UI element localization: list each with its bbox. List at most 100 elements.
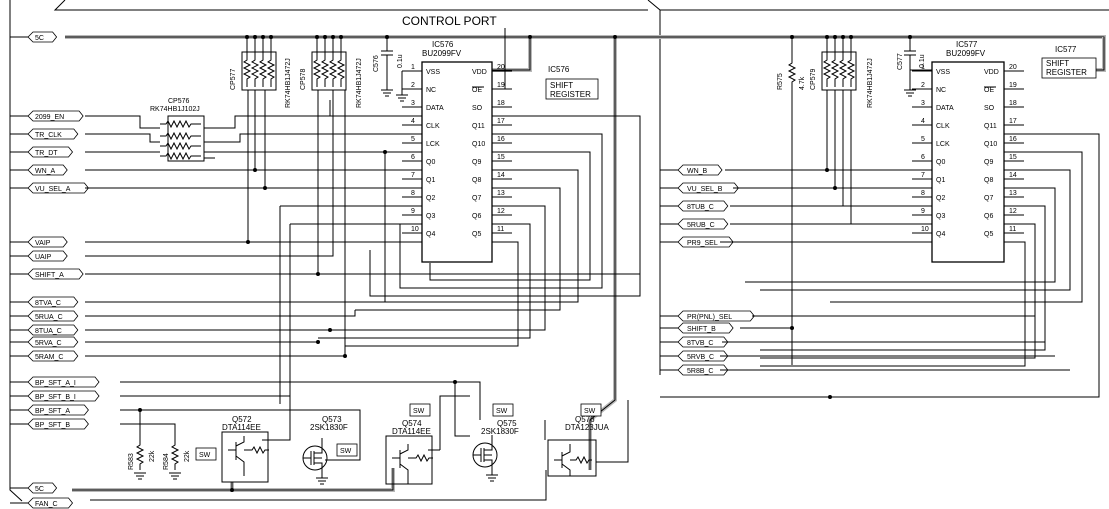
- pin-number: 16: [1009, 136, 1017, 143]
- left-signal-label: BP_SFT_B_I: [35, 394, 76, 401]
- pin-number: 17: [497, 118, 505, 125]
- pin-number: 13: [1009, 190, 1017, 197]
- r584-ref: R584: [163, 453, 170, 470]
- q576-ref: Q576: [575, 415, 595, 424]
- pin-label: Q6: [984, 213, 993, 220]
- pin-label: LCK: [936, 141, 950, 148]
- power-bus-5c: [65, 35, 1106, 492]
- left-signal-label: TR_DT: [35, 150, 58, 157]
- left-signal-label: 8TVA_C: [35, 300, 61, 307]
- q576-sw: SW: [584, 408, 596, 415]
- r575-val: 4.7k: [799, 76, 806, 90]
- q572-sw: SW: [199, 452, 211, 459]
- pin-label: Q8: [472, 177, 481, 184]
- pin-label: DATA: [426, 105, 444, 112]
- pin-number: 6: [411, 154, 415, 161]
- diagram-title: CONTROL PORT: [402, 14, 497, 28]
- pin-label: DATA: [936, 105, 954, 112]
- r575-resistor: R575 4.7k: [777, 37, 806, 365]
- q573-ref: Q573: [322, 415, 342, 424]
- c576-ref: C576: [373, 55, 380, 72]
- r583-ref: R583: [128, 453, 135, 470]
- left-signal-label: BP_SFT_A: [35, 408, 70, 415]
- pin-label: LCK: [426, 141, 440, 148]
- pin-label: OE: [472, 87, 482, 94]
- pin-number: 8: [411, 190, 415, 197]
- c576-capacitor: C576 0.1u: [373, 37, 404, 97]
- q573-fet: Q573 2SK1830F SW: [302, 415, 358, 485]
- pin-label: Q0: [426, 159, 435, 166]
- ic576-func-1: SHIFT: [550, 81, 573, 90]
- ic576-part: BU2099FV: [422, 49, 462, 58]
- pin-label: NC: [936, 87, 946, 94]
- pin-number: 20: [1009, 64, 1017, 71]
- ic577-ref: IC577: [956, 40, 978, 49]
- q574-part: DTA114EE: [392, 427, 431, 436]
- pin-label: SO: [472, 105, 483, 112]
- pin-number: 5: [921, 136, 925, 143]
- pin-number: 17: [1009, 118, 1017, 125]
- left-signal-label: WN_A: [35, 168, 56, 175]
- r584-val: 22k: [184, 450, 191, 462]
- q572-ref: Q572: [232, 415, 252, 424]
- ic-pin-group: [402, 70, 1024, 234]
- pin-label: Q2: [426, 195, 435, 202]
- pin-number: 4: [411, 118, 415, 125]
- left-signal-label: 5C: [35, 35, 44, 42]
- right-signal-label: 5R8B_C: [687, 368, 713, 375]
- q575-fet: Q575 2SK1830F SW: [472, 403, 519, 482]
- q576-sw-box: [580, 403, 602, 417]
- left-signal-label: 2099_EN: [35, 114, 64, 121]
- left-signal-label: 5RAM_C: [35, 354, 63, 361]
- cp578-resistor-pack: CP578 RK74HB1J472J: [300, 37, 363, 108]
- right-signal-label: 8TUB_C: [687, 204, 714, 211]
- pin-label: Q11: [472, 123, 485, 130]
- pin-number: 19: [1009, 82, 1017, 89]
- q576-transistor: Q576 DTA123JUA SW: [547, 403, 610, 477]
- cp577-part: RK74HB1J472J: [285, 58, 292, 108]
- pin-number: 2: [921, 82, 925, 89]
- right-signal-label: WN_B: [687, 168, 708, 175]
- ic576-ref-side: IC576: [548, 65, 570, 74]
- left-signal-label: 5RUA_C: [35, 314, 63, 321]
- cp577-ref: CP577: [230, 68, 237, 90]
- pin-label: SO: [984, 105, 995, 112]
- q574-ref: Q574: [402, 419, 422, 428]
- pin-label: Q2: [936, 195, 945, 202]
- pin-number: 11: [497, 226, 504, 233]
- pin-label: VDD: [472, 69, 487, 76]
- right-signal-label: VU_SEL_B: [687, 186, 723, 193]
- left-signal-label: 5C: [35, 486, 44, 493]
- pin-label: OE: [984, 87, 994, 94]
- q576-part: DTA123JUA: [565, 423, 610, 432]
- ic577-body: [931, 61, 1005, 263]
- pin-number: 1: [921, 64, 925, 71]
- q572-sw-box: [195, 447, 217, 461]
- pin-label: Q10: [472, 141, 485, 148]
- pin-number: 3: [921, 100, 925, 107]
- pin-label: VDD: [984, 69, 999, 76]
- left-signal-label: BP_SFT_B: [35, 422, 70, 429]
- right-signal-label: 5RUB_C: [687, 222, 715, 229]
- pin-label: Q3: [426, 213, 435, 220]
- right-connectors: WN_BVU_SEL_B8TUB_C5RUB_CPR9_SELPR(PNL)_S…: [660, 164, 755, 376]
- ic576-body: [421, 61, 493, 263]
- pin-number: 19: [497, 82, 505, 89]
- cp579-ref: CP579: [810, 68, 817, 90]
- left-signal-label: 8TUA_C: [35, 328, 62, 335]
- q575-ref: Q575: [497, 419, 517, 428]
- pin-label: Q9: [984, 159, 993, 166]
- cp576-ref: CP576: [168, 98, 190, 105]
- pin-label: Q7: [984, 195, 993, 202]
- ic577-part: BU2099FV: [946, 49, 986, 58]
- pin-number: 2: [411, 82, 415, 89]
- pin-number: 3: [411, 100, 415, 107]
- frame-lines: [9, 0, 1109, 502]
- pin-label: Q5: [984, 231, 993, 238]
- pin-number: 10: [921, 226, 929, 233]
- c577-capacitor: C577 0.1u: [897, 37, 932, 97]
- left-signal-label: VAIP: [35, 240, 51, 247]
- pin-number: 6: [921, 154, 925, 161]
- q572-transistor: Q572 DTA114EE SW: [195, 415, 269, 483]
- q572-part: DTA114EE: [222, 423, 261, 432]
